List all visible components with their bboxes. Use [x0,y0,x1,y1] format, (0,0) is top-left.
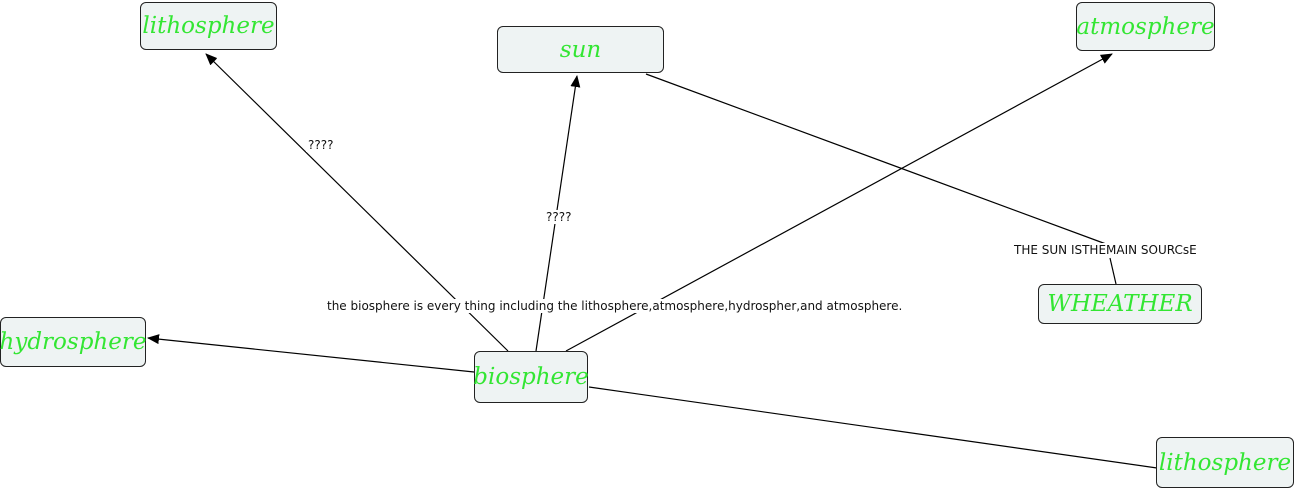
concept-node-lithosphere-bottom[interactable]: lithosphere [1156,437,1294,488]
link-biosphere-hydrosphere[interactable] [147,334,475,373]
link-sun-wheather-tail[interactable] [1109,257,1117,285]
link-label-biosphere-description: the biosphere is every thing including t… [325,299,905,313]
concept-node-wheather[interactable]: WHEATHER [1038,284,1202,324]
link-label-lithosphere: ???? [306,138,336,152]
concept-node-sun[interactable]: sun [497,26,664,73]
concept-node-atmosphere[interactable]: atmosphere [1076,2,1215,51]
concept-node-hydrosphere[interactable]: hydrosphere [0,317,146,367]
link-label-sun-wheather: THE SUN ISTHEMAIN SOURCsE [1012,243,1199,257]
link-label-sun: ???? [544,210,574,224]
concept-node-biosphere[interactable]: biosphere [473,351,589,403]
link-biosphere-lithosphere-bottom[interactable] [588,386,1158,469]
link-sun-wheather[interactable] [645,73,1107,245]
concept-node-lithosphere-top[interactable]: lithosphere [140,2,277,50]
